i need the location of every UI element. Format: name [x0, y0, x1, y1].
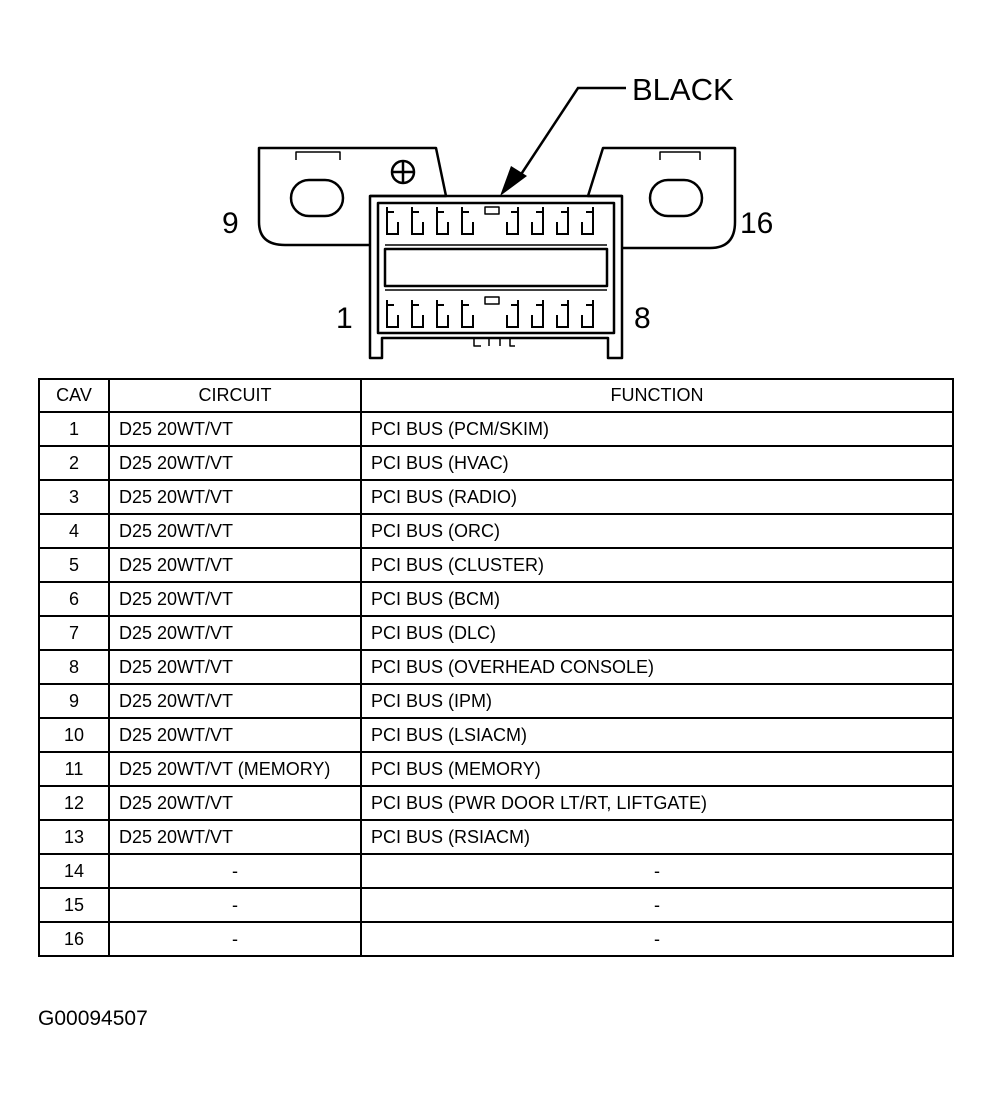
cav-cell: 15 [38, 887, 110, 923]
circuit-cell: D25 20WT/VT [108, 615, 362, 651]
connector-inner-frame [376, 201, 616, 335]
cav-cell: 13 [38, 819, 110, 855]
circuit-cell: D25 20WT/VT [108, 513, 362, 549]
function-cell: PCI BUS (IPM) [360, 683, 954, 719]
cav-cell: 16 [38, 921, 110, 957]
function-cell: - [360, 921, 954, 957]
left-mounting-ear [257, 146, 448, 247]
circuit-cell: D25 20WT/VT [108, 445, 362, 481]
header-function: FUNCTION [360, 378, 954, 413]
right-mounting-ear [586, 146, 737, 250]
cav-cell: 11 [38, 751, 110, 787]
cav-cell: 8 [38, 649, 110, 685]
circuit-cell: - [108, 921, 362, 957]
circuit-cell: D25 20WT/VT [108, 649, 362, 685]
function-cell: PCI BUS (DLC) [360, 615, 954, 651]
pin-label-8: 8 [634, 302, 651, 335]
circuit-cell: D25 20WT/VT [108, 547, 362, 583]
function-cell: PCI BUS (CLUSTER) [360, 547, 954, 583]
connector-color-label: BLACK [632, 72, 734, 107]
function-cell: PCI BUS (RSIACM) [360, 819, 954, 855]
figure-id: G00094507 [38, 1007, 148, 1030]
pin-label-9: 9 [222, 207, 239, 240]
pin-label-16: 16 [740, 207, 773, 240]
center-slot [383, 247, 609, 288]
table-row: 15-- [38, 887, 954, 923]
cav-cell: 9 [38, 683, 110, 719]
function-cell: PCI BUS (HVAC) [360, 445, 954, 481]
cav-cell: 1 [38, 411, 110, 447]
function-cell: - [360, 887, 954, 923]
table-header-row: CAV CIRCUIT FUNCTION [38, 378, 954, 413]
color-leader-arrow [500, 86, 626, 196]
connector-diagram: BLACK 9 16 1 8 [222, 72, 773, 360]
function-cell: PCI BUS (RADIO) [360, 479, 954, 515]
circuit-cell: D25 20WT/VT [108, 717, 362, 753]
cav-cell: 3 [38, 479, 110, 515]
function-cell: - [360, 853, 954, 889]
circuit-cell: D25 20WT/VT [108, 683, 362, 719]
circuit-cell: D25 20WT/VT [108, 411, 362, 447]
circuit-cell: D25 20WT/VT [108, 479, 362, 515]
cav-cell: 14 [38, 853, 110, 889]
cav-cell: 10 [38, 717, 110, 753]
right-mounting-hole [648, 178, 704, 218]
pin-label-1: 1 [336, 302, 353, 335]
cav-cell: 4 [38, 513, 110, 549]
circuit-cell: - [108, 887, 362, 923]
bottom-key [484, 296, 500, 305]
cav-cell: 5 [38, 547, 110, 583]
function-cell: PCI BUS (OVERHEAD CONSOLE) [360, 649, 954, 685]
right-ear-notch [659, 151, 701, 160]
cav-cell: 12 [38, 785, 110, 821]
function-cell: PCI BUS (PWR DOOR LT/RT, LIFTGATE) [360, 785, 954, 821]
header-circuit: CIRCUIT [108, 378, 362, 413]
table-row: 16-- [38, 921, 954, 957]
circuit-cell: D25 20WT/VT [108, 785, 362, 821]
function-cell: PCI BUS (ORC) [360, 513, 954, 549]
bottom-terminal-row [386, 300, 594, 328]
function-cell: PCI BUS (LSIACM) [360, 717, 954, 753]
circuit-cell: D25 20WT/VT [108, 581, 362, 617]
circuit-cell: - [108, 853, 362, 889]
connector-body [368, 194, 624, 360]
top-key [484, 206, 500, 215]
cav-cell: 2 [38, 445, 110, 481]
top-terminal-row [386, 207, 594, 235]
cav-cell: 7 [38, 615, 110, 651]
function-cell: PCI BUS (PCM/SKIM) [360, 411, 954, 447]
left-mounting-hole [289, 178, 345, 218]
bottom-latch [473, 338, 515, 347]
function-cell: PCI BUS (BCM) [360, 581, 954, 617]
function-cell: PCI BUS (MEMORY) [360, 751, 954, 787]
left-ear-notch [295, 151, 341, 160]
circuit-cell: D25 20WT/VT [108, 819, 362, 855]
cav-cell: 6 [38, 581, 110, 617]
header-cav: CAV [38, 378, 110, 413]
table-row: 14-- [38, 853, 954, 889]
circuit-cell: D25 20WT/VT (MEMORY) [108, 751, 362, 787]
